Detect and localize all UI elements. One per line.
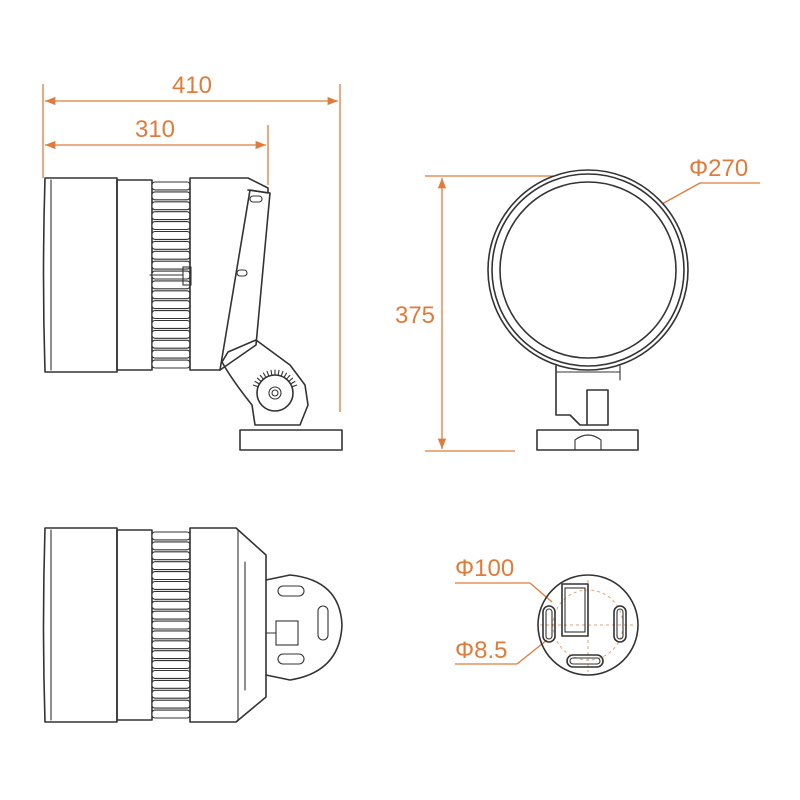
knurl-tick — [286, 374, 291, 380]
knurl-tick — [288, 377, 294, 382]
dimension-head-diameter: Φ270 — [661, 155, 760, 205]
knurl-tick — [256, 377, 262, 382]
heatsink-fin — [151, 290, 191, 300]
knurl-tick — [270, 369, 273, 376]
heatsink-fin — [151, 240, 191, 250]
heatsink-fins-top — [151, 531, 191, 719]
dimension-label-375: 375 — [395, 302, 435, 329]
heatsink-fin — [151, 339, 191, 349]
heatsink-fin — [151, 310, 191, 320]
dimension-label-410: 410 — [172, 72, 212, 99]
dimension-label-phi100: Φ100 — [455, 555, 514, 582]
knurl-tick — [262, 372, 267, 378]
base-view — [537, 574, 639, 676]
dimension-mount-hole: Φ8.5 — [455, 637, 548, 665]
heatsink-fin — [151, 359, 191, 369]
dimension-label-310: 310 — [135, 116, 175, 143]
knurl-tick — [259, 374, 264, 380]
knurl-tick — [266, 370, 270, 377]
dimension-label-phi8-5: Φ8.5 — [455, 637, 508, 664]
heatsink-fin — [151, 191, 191, 201]
heatsink-fin — [151, 319, 191, 329]
knurl-tick — [254, 380, 260, 385]
heatsink-fin — [151, 600, 191, 610]
heatsink-fin — [151, 590, 191, 600]
knurl-tick — [290, 380, 296, 385]
heatsink-fin — [151, 610, 191, 620]
heatsink-fin — [151, 211, 191, 221]
heatsink-fin — [151, 709, 191, 719]
heatsink-fin — [151, 630, 191, 640]
heatsink-fin — [151, 260, 191, 270]
heatsink-fin — [151, 699, 191, 709]
heatsink-fin — [151, 679, 191, 689]
heatsink-fin — [151, 541, 191, 551]
front-view — [487, 169, 689, 451]
knurl-tick — [252, 384, 259, 388]
dimension-label-phi270: Φ270 — [689, 155, 748, 182]
side-view — [42, 177, 343, 451]
dimension-overall-length: 410 — [42, 72, 341, 412]
dimension-height: 375 — [395, 175, 553, 452]
heatsink-fin — [151, 201, 191, 211]
adjustment-knob-knurl — [252, 369, 298, 388]
heatsink-fin — [151, 531, 191, 541]
knurl-tick — [277, 369, 280, 376]
dimension-mount-circle: Φ100 — [455, 555, 553, 603]
knurl-tick — [280, 370, 284, 377]
heatsink-fin — [151, 181, 191, 191]
heatsink-fin — [151, 640, 191, 650]
heatsink-fins-side — [151, 181, 191, 369]
heatsink-fin — [151, 300, 191, 310]
heatsink-fin — [151, 571, 191, 581]
heatsink-fin — [151, 221, 191, 231]
heatsink-fin — [151, 349, 191, 359]
heatsink-fin — [151, 650, 191, 660]
heatsink-fin — [151, 580, 191, 590]
dimension-head-length: 310 — [45, 116, 269, 185]
heatsink-fin — [151, 551, 191, 561]
top-view — [42, 527, 343, 723]
heatsink-fin — [151, 689, 191, 699]
heatsink-fin — [151, 230, 191, 240]
heatsink-fin — [151, 329, 191, 339]
knurl-tick — [283, 372, 288, 378]
heatsink-fin — [151, 561, 191, 571]
heatsink-fin — [151, 660, 191, 670]
heatsink-fin — [151, 250, 191, 260]
knurl-tick — [291, 384, 298, 388]
heatsink-fin — [151, 669, 191, 679]
heatsink-fin — [151, 620, 191, 630]
